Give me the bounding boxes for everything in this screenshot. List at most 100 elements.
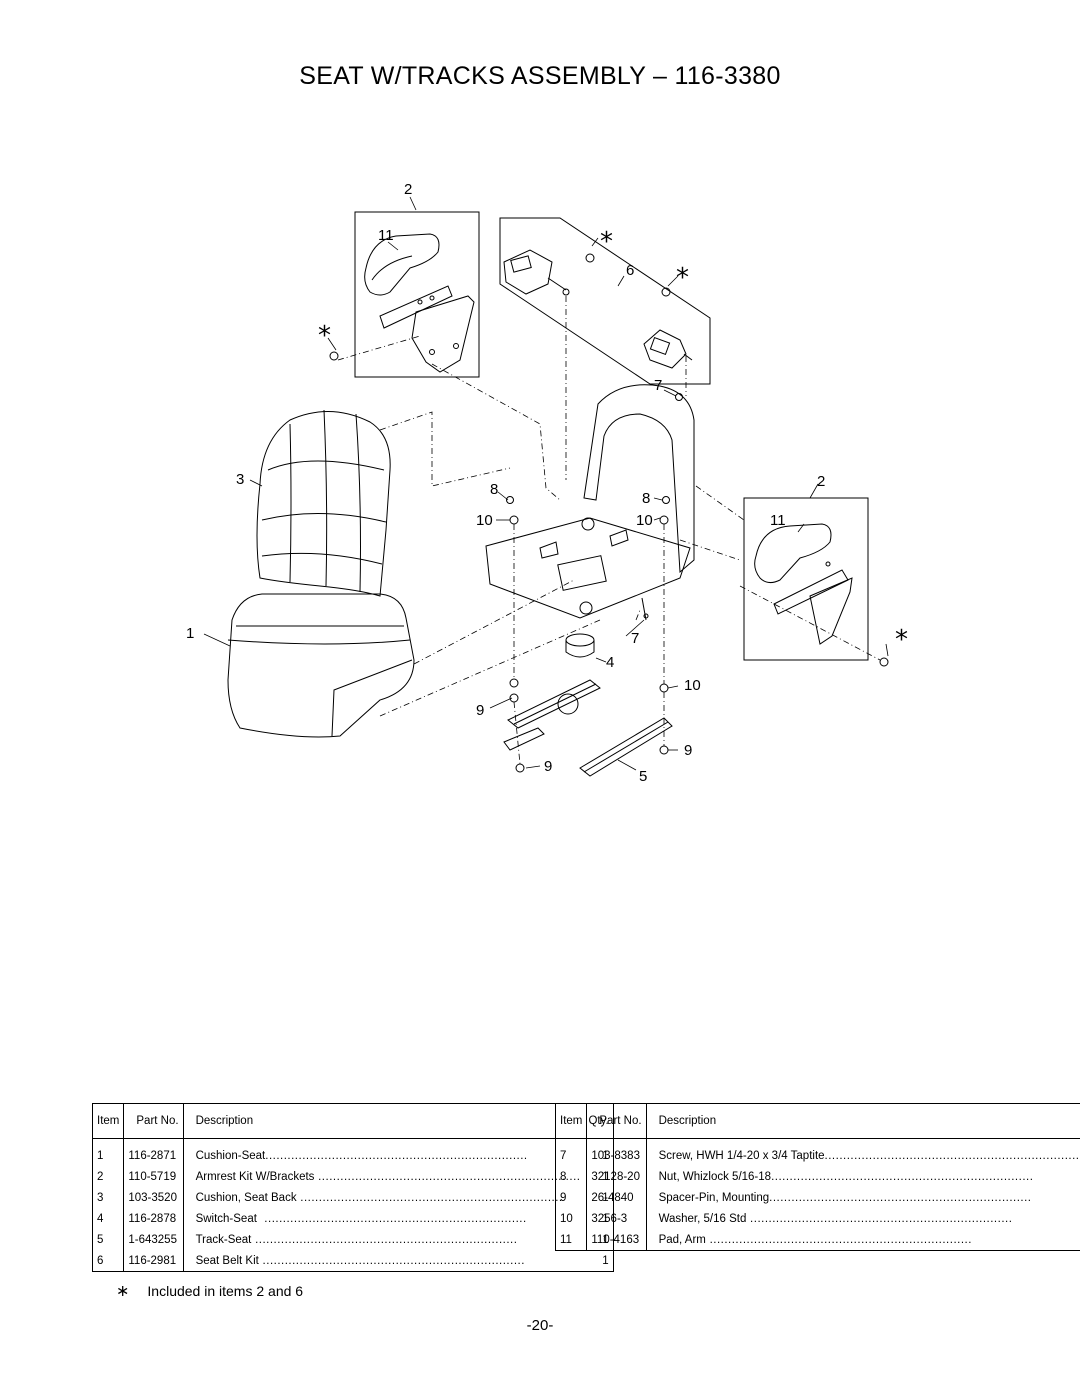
table-cell: 110-4163 [586,1229,647,1251]
asterisk-marker: * [676,263,689,293]
exploded-parts-diagram: 2 11 6 7 3 8 8 10 10 2 11 1 7 4 10 9 9 9… [186,181,908,785]
washer-hardware [659,515,669,525]
callout-2-top: 2 [404,181,412,198]
callout-6: 6 [626,262,634,279]
table-cell: 8 [555,1166,588,1187]
parts-table-right: Item Part No. Description Qty. 7 103-838… [555,1103,1080,1251]
table-row: 6 116-2981 Seat Belt Kit ...............… [92,1250,614,1272]
table-row: 3 103-3520 Cushion, Seat Back ..........… [92,1187,614,1208]
callout-9-bottom: 9 [544,758,552,775]
table-cell: 2 [92,1166,125,1187]
col-header-item: Item [92,1103,125,1139]
table-cell: 1 [92,1138,125,1166]
table-cell: Track-Seat .............................… [195,1233,518,1246]
table-cell: 1-643255 [123,1229,184,1250]
table-cell: 3 [92,1187,125,1208]
table-cell: 103-8383 [586,1138,647,1166]
callout-10-left: 10 [476,512,493,529]
washer-hardware [509,515,519,525]
right-armrest-bracket [773,569,849,615]
table-cell: 32128-20 [586,1166,647,1187]
callout-3: 3 [236,471,244,488]
left-arm-pad [364,233,440,296]
table-cell: 5 [92,1229,125,1250]
asterisk-marker: * [318,321,331,351]
nut-hardware [329,351,339,361]
callout-9-right: 9 [684,742,692,759]
washer-hardware [659,683,669,693]
callout-2-right: 2 [817,473,825,490]
callout-11-top: 11 [378,227,394,244]
washer-hardware [659,745,669,755]
callout-5: 5 [639,768,647,785]
col-header-description: Description [646,1103,1080,1139]
footnote: ∗ Included in items 2 and 6 [116,1281,303,1300]
nut-hardware [585,253,595,263]
col-header-part-no: Part No. [586,1103,647,1139]
col-header-description: Description [183,1103,585,1139]
table-row: 10 3256-3 Washer, 5/16 Std .............… [555,1208,1080,1229]
table-row: 11 110-4163 Pad, Arm ...................… [555,1229,1080,1251]
callout-7-mid: 7 [631,630,639,647]
nut-hardware [661,287,671,297]
callout-9-left: 9 [476,702,484,719]
seat-belt-buckle [643,329,687,369]
table-cell: 110-5719 [123,1166,184,1187]
table-cell: Spacer-Pin, Mounting....................… [658,1191,1032,1204]
table-cell: 1 [602,1254,609,1267]
seat-switch [565,633,595,647]
seat-belt-inset-box [499,217,711,385]
table-cell: Armrest Kit W/Brackets .................… [195,1170,581,1183]
table-cell: 9 [555,1187,588,1208]
callout-4: 4 [606,654,614,671]
footnote-asterisk: ∗ [116,1281,130,1300]
table-cell: 6 [92,1250,125,1272]
seat-cushion [227,593,415,738]
table-row: 8 32128-20 Nut, Whizlock 5/16-18........… [555,1166,1080,1187]
callout-11-right: 11 [770,512,786,529]
callout-8-left: 8 [490,481,498,498]
footnote-text: Included in items 2 and 6 [147,1283,304,1299]
seat-belt-latch [503,249,553,295]
col-header-part-no: Part No. [123,1103,184,1139]
callout-8-right: 8 [642,490,650,507]
table-row: 7 103-8383 Screw, HWH 1/4-20 x 3/4 Tapti… [555,1138,1080,1166]
table-cell: 11 [555,1229,588,1251]
washer-hardware [509,678,519,688]
nut-hardware [879,657,889,667]
left-armrest-bracket [379,285,453,329]
table-cell: 7 [555,1138,588,1166]
table-cell: 26-4840 [586,1187,647,1208]
table-cell: Switch-Seat ............................… [195,1212,527,1225]
table-cell: Nut, Whizlock 5/16-18...................… [658,1170,1034,1183]
table-row: 5 1-643255 Track-Seat ..................… [92,1229,614,1250]
table-cell: 116-2878 [123,1208,184,1229]
callout-10-right: 10 [636,512,653,529]
table-cell: 4 [92,1208,125,1229]
page-number: -20- [526,1317,554,1334]
table-row: 1 116-2871 Cushion-Seat.................… [92,1138,614,1166]
table-cell: 116-2871 [123,1138,184,1166]
right-armrest-inset-box [743,497,869,661]
table-cell: Pad, Arm ...............................… [658,1233,972,1246]
left-armrest-inset-box [354,211,480,378]
parts-table-left: Item Part No. Description Qty. 1 116-287… [92,1103,614,1272]
table-cell: 3256-3 [586,1208,647,1229]
table-cell: 103-3520 [123,1187,184,1208]
table-cell: Seat Belt Kit ..........................… [195,1254,525,1267]
callout-10-bottom: 10 [684,677,701,694]
col-header-item: Item [555,1103,588,1139]
table-cell: 116-2981 [123,1250,184,1272]
table-cell: Cushion-Seat............................… [195,1149,528,1162]
washer-hardware [515,763,525,773]
table-row: 2 110-5719 Armrest Kit W/Brackets ......… [92,1166,614,1187]
table-cell: Screw, HWH 1/4-20 x 3/4 Taptite.........… [658,1149,1080,1162]
seat-track-left [507,679,601,729]
callout-1: 1 [186,625,194,642]
callout-7-top: 7 [654,377,662,394]
table-row: 9 26-4840 Spacer-Pin, Mounting..........… [555,1187,1080,1208]
page-title: SEAT W/TRACKS ASSEMBLY – 116-3380 [299,62,781,90]
seat-back-frame [583,384,695,574]
table-cell: 10 [555,1208,588,1229]
asterisk-marker: * [600,227,613,257]
